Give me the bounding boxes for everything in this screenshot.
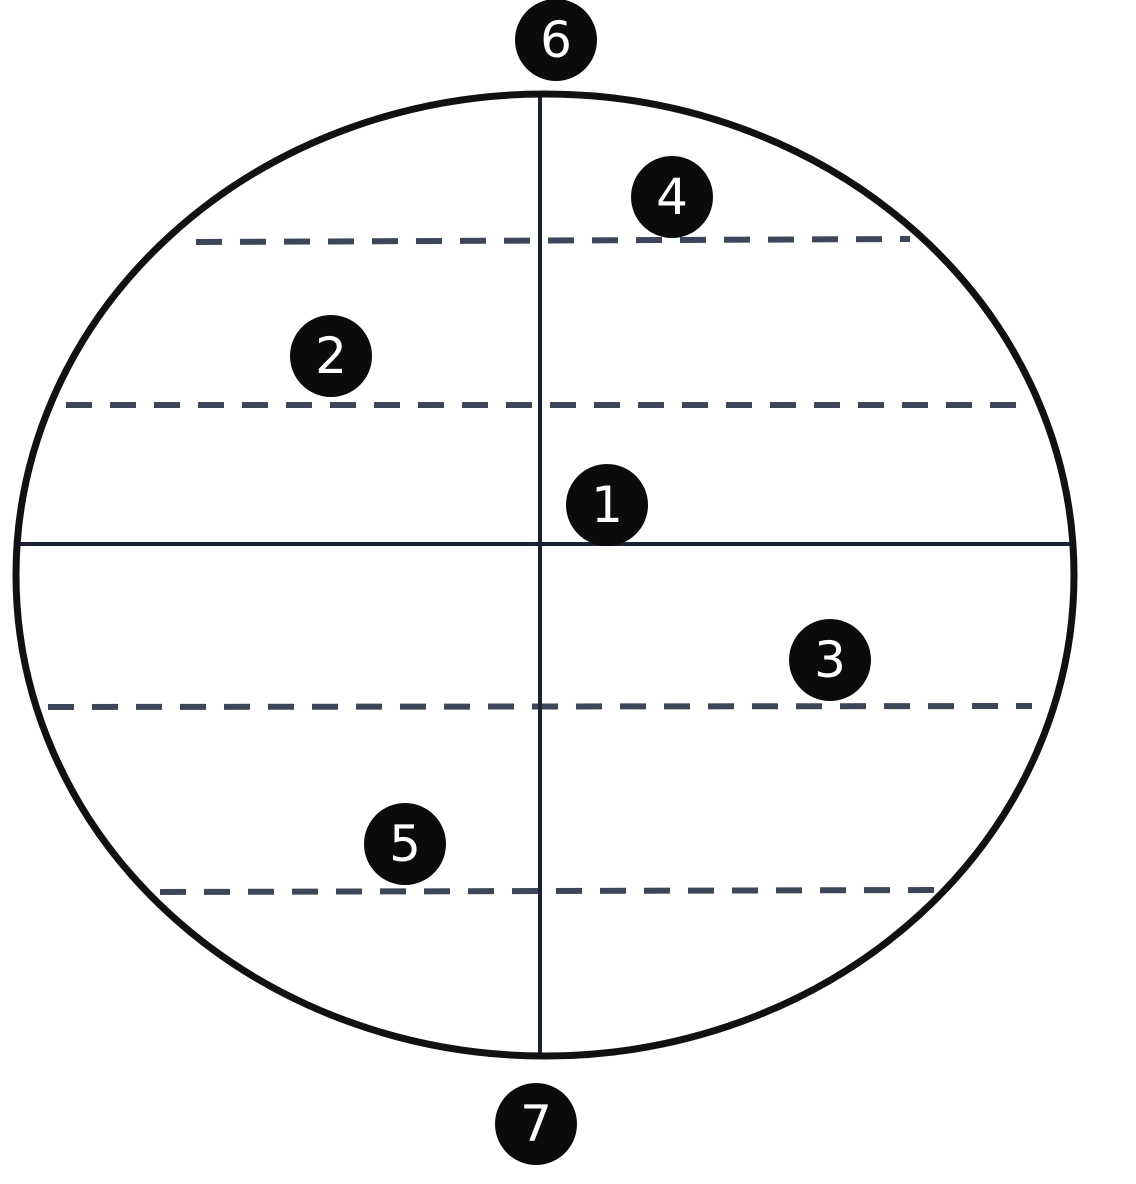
marker-3-disc xyxy=(789,619,871,701)
marker-7-disc xyxy=(495,1083,577,1165)
marker-7-label: 7 xyxy=(520,1095,552,1153)
marker-4-disc xyxy=(631,156,713,238)
marker-1-label: 1 xyxy=(591,476,623,534)
marker-2: 2 xyxy=(290,315,372,397)
marker-5-label: 5 xyxy=(389,815,421,873)
marker-2-label: 2 xyxy=(315,327,347,385)
dashed-line-upper xyxy=(195,236,911,245)
marker-6-label: 6 xyxy=(540,11,572,69)
marker-4-label: 4 xyxy=(656,168,688,226)
marker-1: 1 xyxy=(566,464,648,546)
outer-circle xyxy=(12,90,1078,1060)
marker-7: 7 xyxy=(495,1083,577,1165)
marker-5: 5 xyxy=(364,803,446,885)
marker-3: 3 xyxy=(789,619,871,701)
marker-5-disc xyxy=(364,803,446,885)
marker-3-label: 3 xyxy=(814,631,846,689)
marker-1-disc xyxy=(566,464,648,546)
marker-6: 6 xyxy=(515,0,597,81)
marker-2-disc xyxy=(290,315,372,397)
marker-4: 4 xyxy=(631,156,713,238)
marker-6-disc xyxy=(515,0,597,81)
dashed-line-lower xyxy=(159,887,935,895)
